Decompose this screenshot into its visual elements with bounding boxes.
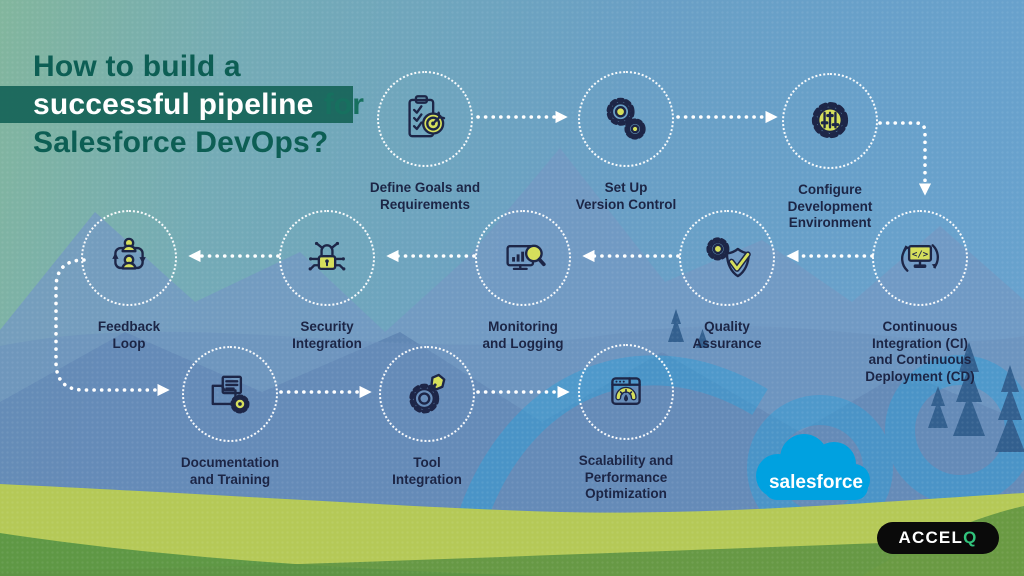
step-label: Configure Development Environment	[787, 182, 873, 231]
step-circle	[578, 344, 674, 440]
step-circle	[578, 71, 674, 167]
gear-wrench-icon	[409, 373, 446, 414]
step-scalability-performance: Scalability and Performance Optimization	[541, 344, 711, 503]
people-loop-icon	[112, 237, 146, 270]
step-circle	[279, 210, 375, 306]
title-highlight-band	[0, 86, 353, 123]
monitor-magnifier-icon	[506, 244, 546, 271]
gears-icon	[606, 97, 646, 140]
title-line3: Salesforce DevOps?	[33, 126, 329, 159]
step-tool-integration: Tool Integration	[342, 346, 512, 488]
page-title: How to build a successful pipeline for Sa…	[33, 48, 364, 162]
title-line2-suffix: for	[323, 88, 365, 121]
title-line1: How to build a	[33, 50, 241, 83]
step-configure-environment: Configure Development Environment	[745, 73, 915, 232]
step-security-integration: Security Integration	[242, 210, 412, 352]
step-label: Tool Integration	[392, 455, 462, 487]
step-label: Feedback Loop	[97, 319, 161, 351]
step-label: Scalability and Performance Optimization	[578, 453, 674, 502]
step-label: Monitoring and Logging	[482, 319, 564, 351]
step-quality-assurance: Quality Assurance	[642, 210, 812, 352]
step-circle	[81, 210, 177, 306]
accelq-logo-q: Q	[963, 528, 978, 547]
step-circle	[379, 346, 475, 442]
step-label: Quality Assurance	[692, 319, 762, 351]
folder-gear-icon	[211, 375, 250, 414]
shield-check-gear-icon	[706, 237, 751, 278]
accelq-logo-text: ACCEL	[898, 528, 964, 547]
svg-text:</>: </>	[912, 250, 929, 260]
step-circle	[782, 73, 878, 169]
gear-sliders-icon	[811, 101, 849, 139]
title-highlight-text: successful pipeline	[33, 88, 314, 121]
step-label: Security Integration	[292, 319, 362, 351]
step-documentation-training: Documentation and Training	[145, 346, 315, 488]
step-circle	[182, 346, 278, 442]
step-feedback-loop: Feedback Loop	[44, 210, 214, 352]
clipboard-target-icon	[408, 95, 446, 138]
pine-trees	[668, 309, 1024, 452]
salesforce-logo: salesforce	[756, 434, 870, 500]
step-define-goals: Define Goals and Requirements	[340, 71, 510, 213]
step-circle	[377, 71, 473, 167]
step-label: Set Up Version Control	[575, 180, 677, 212]
step-label: Continuous Integration (CI) and Continuo…	[865, 319, 975, 385]
step-label: Documentation and Training	[180, 455, 280, 487]
salesforce-logo-text: salesforce	[769, 472, 863, 493]
step-circle	[679, 210, 775, 306]
step-ci-cd: </> Continuous Integration (CI) and Cont…	[842, 210, 998, 386]
padlock-circuit-icon	[308, 241, 346, 271]
step-version-control: Set Up Version Control	[541, 71, 711, 213]
speed-gauge-icon	[611, 377, 641, 405]
step-circle: </>	[872, 210, 968, 306]
step-monitoring-logging: Monitoring and Logging	[438, 210, 608, 352]
step-label: Define Goals and Requirements	[369, 180, 481, 212]
ci-cd-monitor-icon: </>	[901, 244, 939, 272]
step-circle	[475, 210, 571, 306]
title-line2: successful pipeline for	[33, 86, 364, 124]
